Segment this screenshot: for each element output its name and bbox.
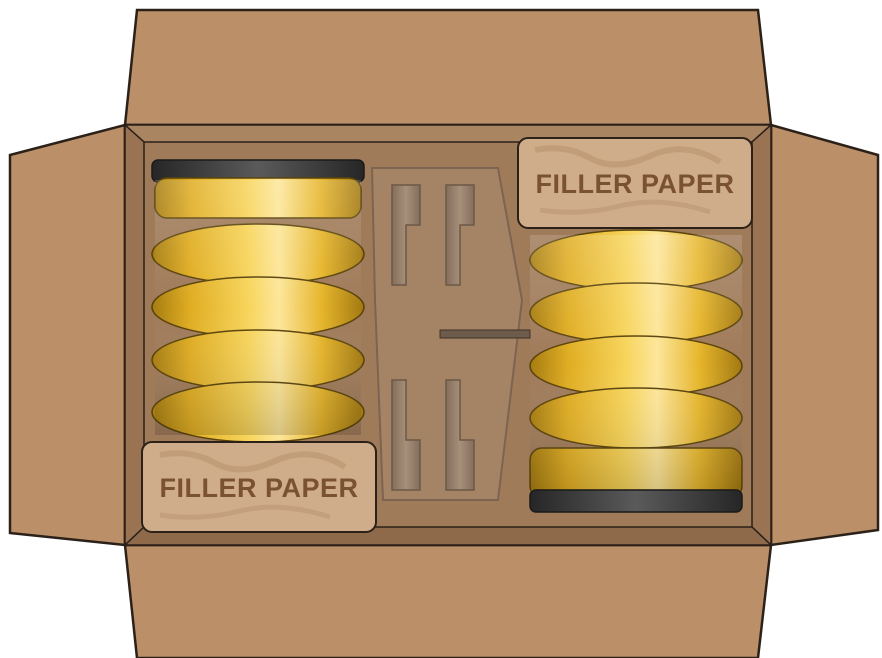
bracket-bolt (440, 330, 530, 338)
filler-paper-bottom: FILLER PAPER (142, 442, 376, 532)
box-bottom-flap (125, 545, 771, 658)
right-airbag (530, 230, 742, 512)
filler-paper-bottom-label: FILLER PAPER (159, 473, 358, 503)
filler-paper-top-label: FILLER PAPER (535, 169, 734, 199)
box-right-flap (771, 125, 878, 545)
box-inner-wall-right (752, 125, 771, 545)
box-top-flap (125, 10, 771, 125)
filler-paper-top: FILLER PAPER (518, 138, 752, 228)
right-airbag-bottom-plate (530, 490, 742, 512)
box-left-flap (10, 125, 125, 545)
left-airbag (152, 160, 364, 442)
